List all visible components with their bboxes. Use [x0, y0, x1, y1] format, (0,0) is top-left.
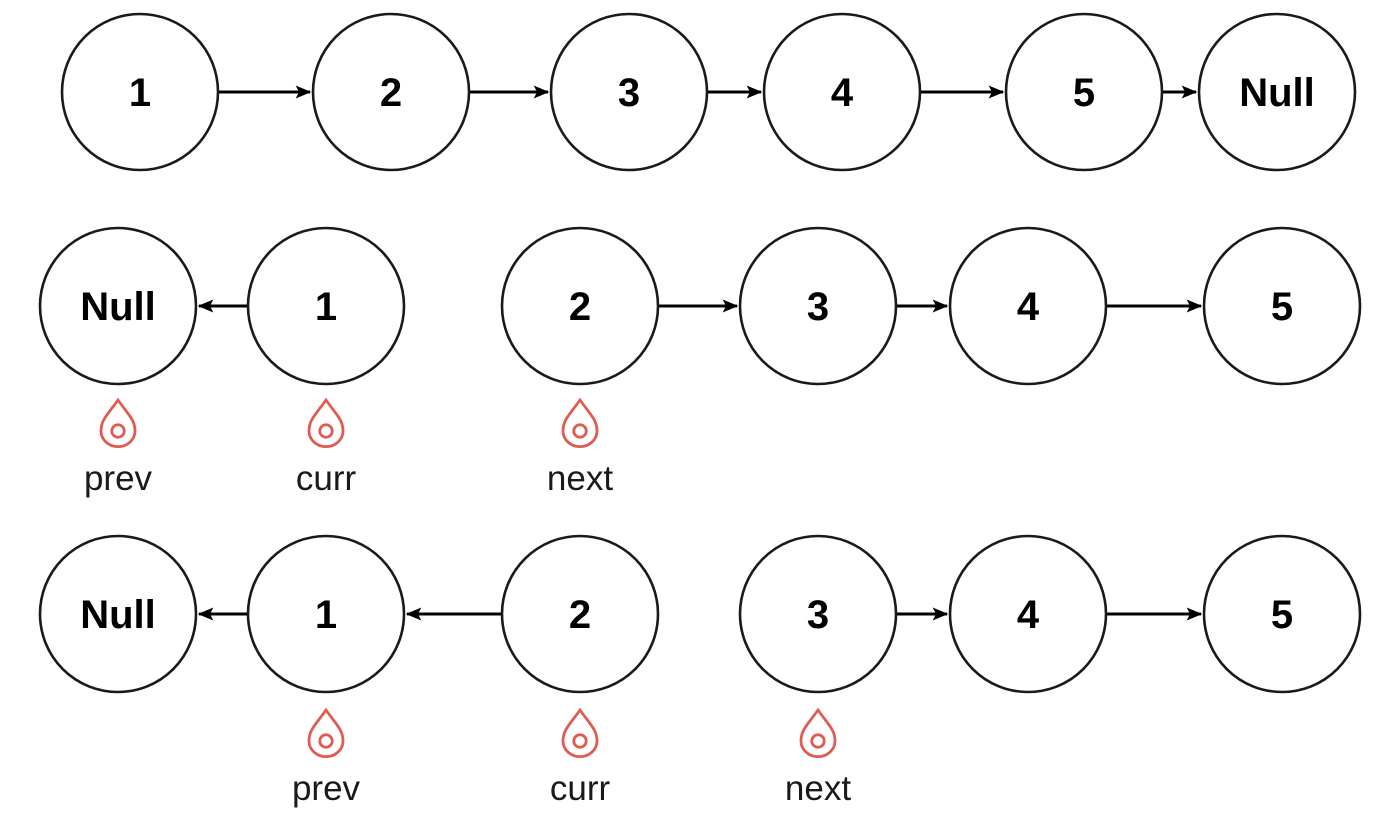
pointer-label: prev	[84, 459, 153, 498]
list-node[interactable]: 1	[60, 12, 220, 172]
node-value-label: 2	[569, 593, 591, 637]
node-value-label: Null	[1239, 71, 1315, 115]
node-circle	[549, 12, 709, 172]
node-value-label: 2	[569, 285, 591, 329]
pointer-annotation: curr	[296, 397, 357, 498]
node-value-label: 3	[618, 71, 640, 115]
teardrop-pointer-icon	[99, 397, 137, 449]
node-circle	[38, 226, 198, 386]
node-value-label: 5	[1073, 71, 1095, 115]
pointer-annotation: curr	[550, 707, 611, 808]
teardrop-pointer-icon	[561, 707, 599, 759]
pointer-annotation: prev	[84, 397, 153, 498]
teardrop-pointer-icon	[799, 707, 837, 759]
node-value-label: Null	[80, 285, 156, 329]
teardrop-pointer-icon	[307, 397, 345, 449]
node-value-label: 3	[807, 593, 829, 637]
list-node[interactable]: 2	[311, 12, 471, 172]
pointers-group: prev curr next prev curr next	[84, 397, 851, 808]
teardrop-inner-dot-icon	[572, 733, 588, 749]
node-value-label: 1	[315, 285, 337, 329]
pointer-annotation: next	[785, 707, 851, 808]
node-circle	[246, 226, 406, 386]
list-node[interactable]: 4	[948, 534, 1108, 694]
list-node[interactable]: 2	[500, 534, 660, 694]
list-node[interactable]: 5	[1202, 226, 1362, 386]
teardrop-pointer-icon	[307, 707, 345, 759]
list-node[interactable]: 4	[762, 12, 922, 172]
node-circle	[500, 226, 660, 386]
node-circle	[738, 534, 898, 694]
pointer-annotation: next	[547, 397, 613, 498]
node-value-label: 5	[1271, 593, 1293, 637]
node-circle	[738, 226, 898, 386]
list-node[interactable]: 3	[738, 226, 898, 386]
list-node[interactable]: 1	[246, 226, 406, 386]
pointer-label: curr	[296, 459, 357, 498]
pointer-label: prev	[292, 769, 361, 808]
node-circle	[1202, 226, 1362, 386]
node-circle	[948, 534, 1108, 694]
node-value-label: 1	[315, 593, 337, 637]
node-value-label: 4	[1017, 285, 1040, 329]
node-circle	[60, 12, 220, 172]
teardrop-inner-dot-icon	[318, 423, 334, 439]
node-circle	[948, 226, 1108, 386]
list-node[interactable]: 1	[246, 534, 406, 694]
node-circle	[762, 12, 922, 172]
node-circle	[500, 534, 660, 694]
list-node[interactable]: Null	[1197, 12, 1357, 172]
teardrop-inner-dot-icon	[572, 423, 588, 439]
node-value-label: 5	[1271, 285, 1293, 329]
pointer-label: curr	[550, 769, 611, 808]
node-value-label: 3	[807, 285, 829, 329]
node-circle	[311, 12, 471, 172]
pointer-label: next	[547, 459, 613, 498]
node-circle	[1197, 12, 1357, 172]
node-circle	[1004, 12, 1164, 172]
node-value-label: 1	[129, 71, 151, 115]
node-circle	[246, 534, 406, 694]
node-value-label: 4	[831, 71, 854, 115]
list-node[interactable]: Null	[38, 226, 198, 386]
list-node[interactable]: 4	[948, 226, 1108, 386]
list-node[interactable]: 3	[549, 12, 709, 172]
node-circle	[1202, 534, 1362, 694]
teardrop-inner-dot-icon	[110, 423, 126, 439]
teardrop-pointer-icon	[561, 397, 599, 449]
node-value-label: 2	[380, 71, 402, 115]
pointer-label: next	[785, 769, 851, 808]
edges-group	[197, 85, 1203, 621]
list-node[interactable]: Null	[38, 534, 198, 694]
node-circle	[38, 534, 198, 694]
list-node[interactable]: 3	[738, 534, 898, 694]
list-node[interactable]: 5	[1202, 534, 1362, 694]
pointer-annotation: prev	[292, 707, 361, 808]
teardrop-inner-dot-icon	[810, 733, 826, 749]
node-value-label: Null	[80, 593, 156, 637]
node-value-label: 4	[1017, 593, 1040, 637]
list-node[interactable]: 2	[500, 226, 660, 386]
teardrop-inner-dot-icon	[318, 733, 334, 749]
list-node[interactable]: 5	[1004, 12, 1164, 172]
